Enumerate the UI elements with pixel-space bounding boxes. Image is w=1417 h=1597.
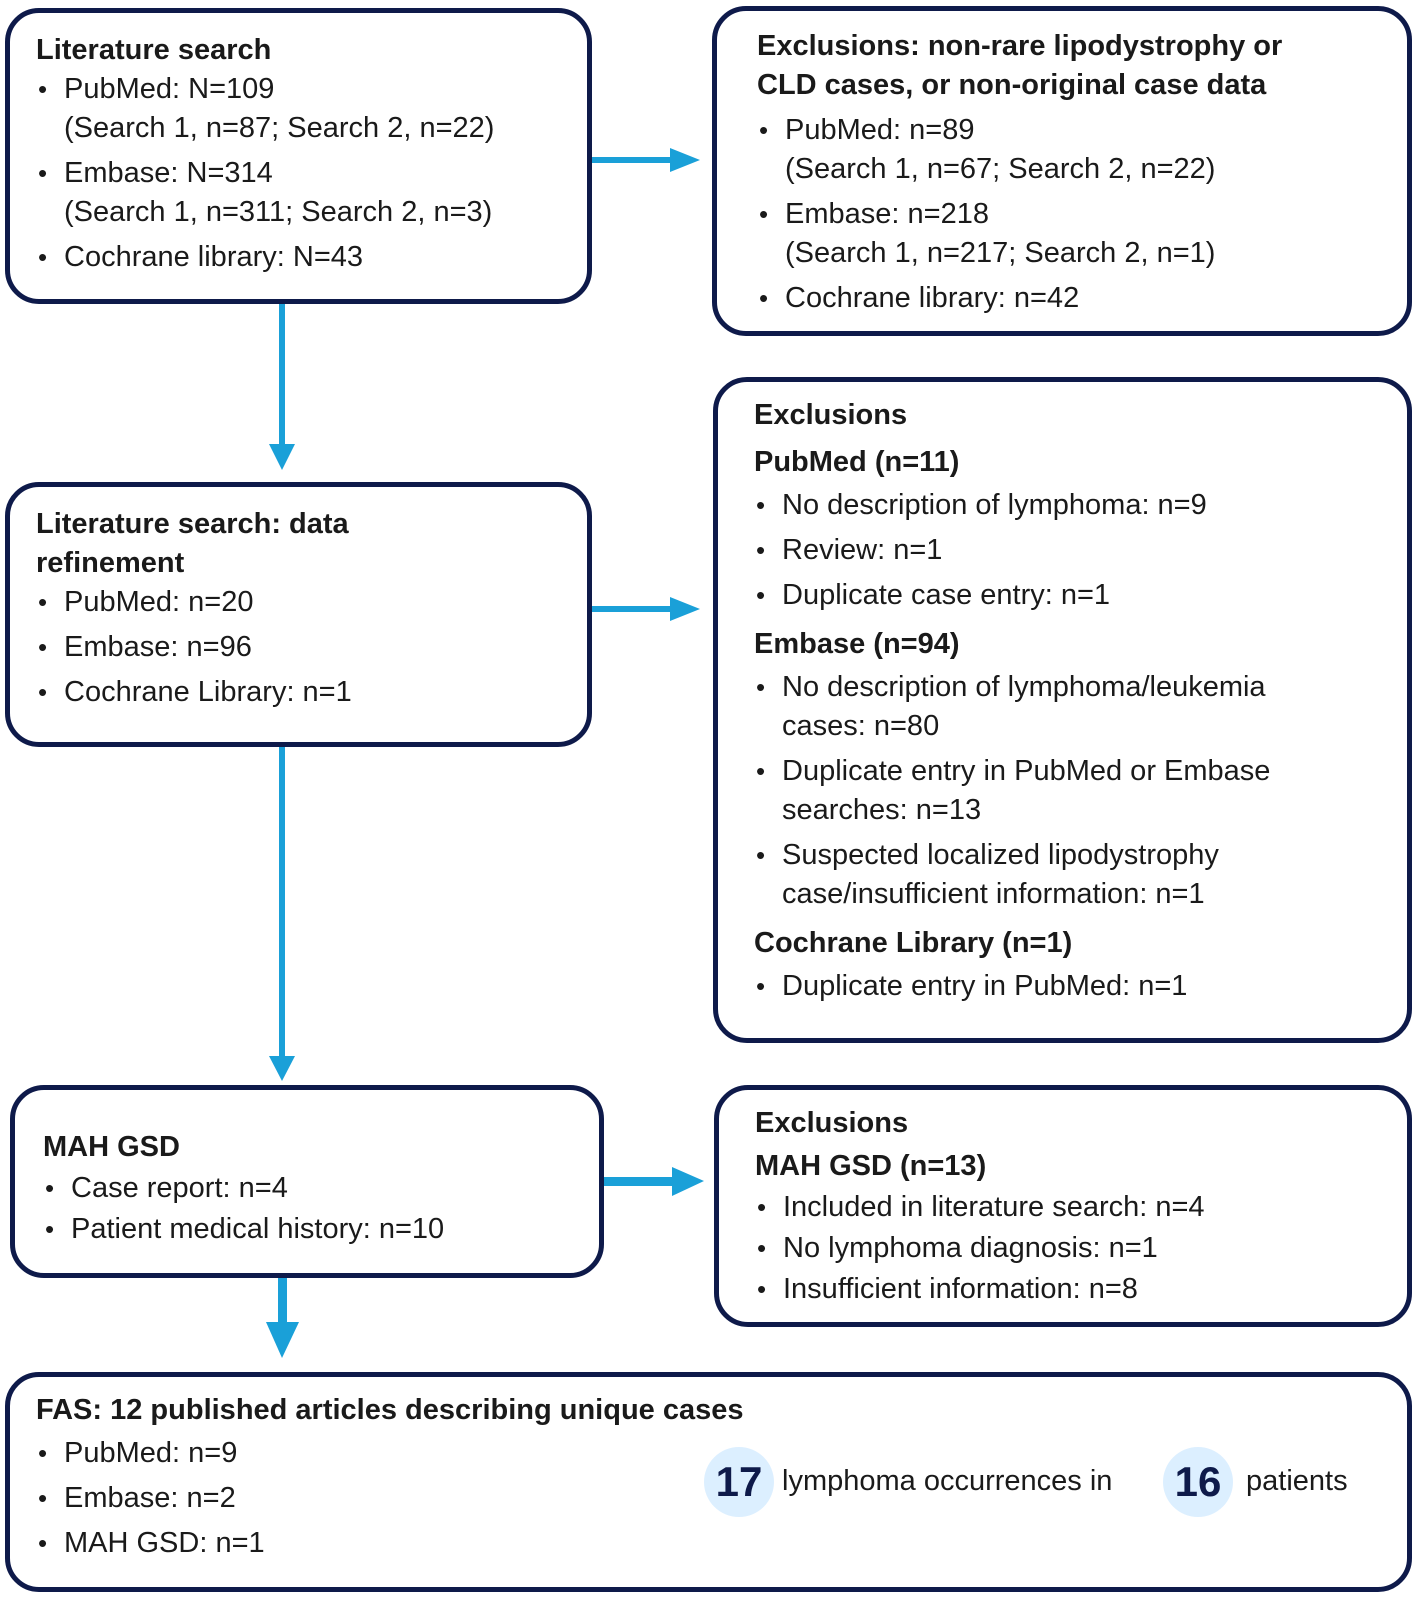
fas-list: PubMed: n=9 Embase: n=2 MAH GSD: n=1	[36, 1434, 1383, 1563]
pubmed-exclusions-list: No description of lymphoma: n=9 Review: …	[754, 486, 1383, 615]
list-item: Review: n=1	[754, 531, 1383, 570]
list-item: MAH GSD: n=1	[36, 1524, 1383, 1563]
result-text-occurrences: lymphoma occurrences in	[782, 1465, 1113, 1497]
list-item: Cochrane library: n=42	[757, 279, 1383, 318]
exclusions-mah-gsd-title: Exclusions	[755, 1107, 909, 1139]
list-item: No description of lymphoma/leukemiacases…	[754, 668, 1383, 746]
patients-count: 16	[1163, 1447, 1233, 1517]
list-item: PubMed: n=9	[36, 1434, 1383, 1473]
mah-gsd-box: MAH GSD Case report: n=4 Patient medical…	[10, 1085, 604, 1278]
list-item: Embase: n=96	[36, 628, 563, 667]
list-item: Duplicate case entry: n=1	[754, 576, 1383, 615]
arrow-box5-to-fas	[266, 1278, 299, 1358]
list-item: Cochrane library: N=43	[36, 238, 563, 277]
exclusions-refinement-box: Exclusions PubMed (n=11) No description …	[713, 377, 1412, 1043]
list-item: Embase: n=218(Search 1, n=217; Search 2,…	[757, 195, 1383, 273]
embase-exclusions-list: No description of lymphoma/leukemiacases…	[754, 668, 1383, 914]
arrow-box3-to-exclusions	[592, 597, 700, 621]
arrow-box5-to-exclusions	[604, 1167, 704, 1196]
literature-search-list: PubMed: N=109(Search 1, n=87; Search 2, …	[36, 70, 563, 277]
list-item: Patient medical history: n=10	[43, 1210, 575, 1249]
section-heading-embase: Embase (n=94)	[754, 628, 960, 660]
exclusions-refinement-title: Exclusions	[754, 399, 908, 431]
arrow-box1-to-box3	[269, 304, 295, 470]
list-item: PubMed: n=20	[36, 583, 563, 622]
exclusions-mah-gsd-list: Included in literature search: n=4 No ly…	[755, 1188, 1383, 1309]
literature-search-title: Literature search	[36, 34, 272, 66]
arrow-box1-to-exclusions	[592, 148, 700, 172]
list-item: PubMed: n=89(Search 1, n=67; Search 2, n…	[757, 111, 1383, 189]
exclusions-mah-gsd-box: Exclusions MAH GSD (n=13) Included in li…	[714, 1085, 1412, 1327]
lymphoma-occurrences-count: 17	[704, 1447, 774, 1517]
mah-gsd-list: Case report: n=4 Patient medical history…	[43, 1169, 575, 1249]
result-text-patients: patients	[1246, 1465, 1348, 1497]
list-item: Included in literature search: n=4	[755, 1188, 1383, 1227]
exclusions-nonrare-list: PubMed: n=89(Search 1, n=67; Search 2, n…	[757, 111, 1383, 318]
list-item: Insufficient information: n=8	[755, 1270, 1383, 1309]
list-item: Case report: n=4	[43, 1169, 575, 1208]
list-item: Suspected localized lipodystrophycase/in…	[754, 836, 1383, 914]
section-heading-pubmed: PubMed (n=11)	[754, 446, 960, 478]
list-item: Embase: N=314(Search 1, n=311; Search 2,…	[36, 154, 563, 232]
mah-gsd-title: MAH GSD	[43, 1131, 180, 1163]
section-heading-cochrane: Cochrane Library (n=1)	[754, 927, 1073, 959]
list-item: Duplicate entry in PubMed or Embasesearc…	[754, 752, 1383, 830]
list-item: PubMed: N=109(Search 1, n=87; Search 2, …	[36, 70, 563, 148]
list-item: Duplicate entry in PubMed: n=1	[754, 967, 1383, 1006]
cochrane-exclusions-list: Duplicate entry in PubMed: n=1	[754, 967, 1383, 1006]
fas-title: FAS: 12 published articles describing un…	[36, 1394, 744, 1426]
arrow-box3-to-box5	[269, 747, 295, 1081]
list-item: Cochrane Library: n=1	[36, 673, 563, 712]
list-item: Embase: n=2	[36, 1479, 1383, 1518]
literature-search-box: Literature search PubMed: N=109(Search 1…	[5, 8, 592, 304]
list-item: No description of lymphoma: n=9	[754, 486, 1383, 525]
data-refinement-list: PubMed: n=20 Embase: n=96 Cochrane Libra…	[36, 583, 563, 712]
exclusions-mah-gsd-subtitle: MAH GSD (n=13)	[755, 1150, 987, 1182]
list-item: No lymphoma diagnosis: n=1	[755, 1229, 1383, 1268]
